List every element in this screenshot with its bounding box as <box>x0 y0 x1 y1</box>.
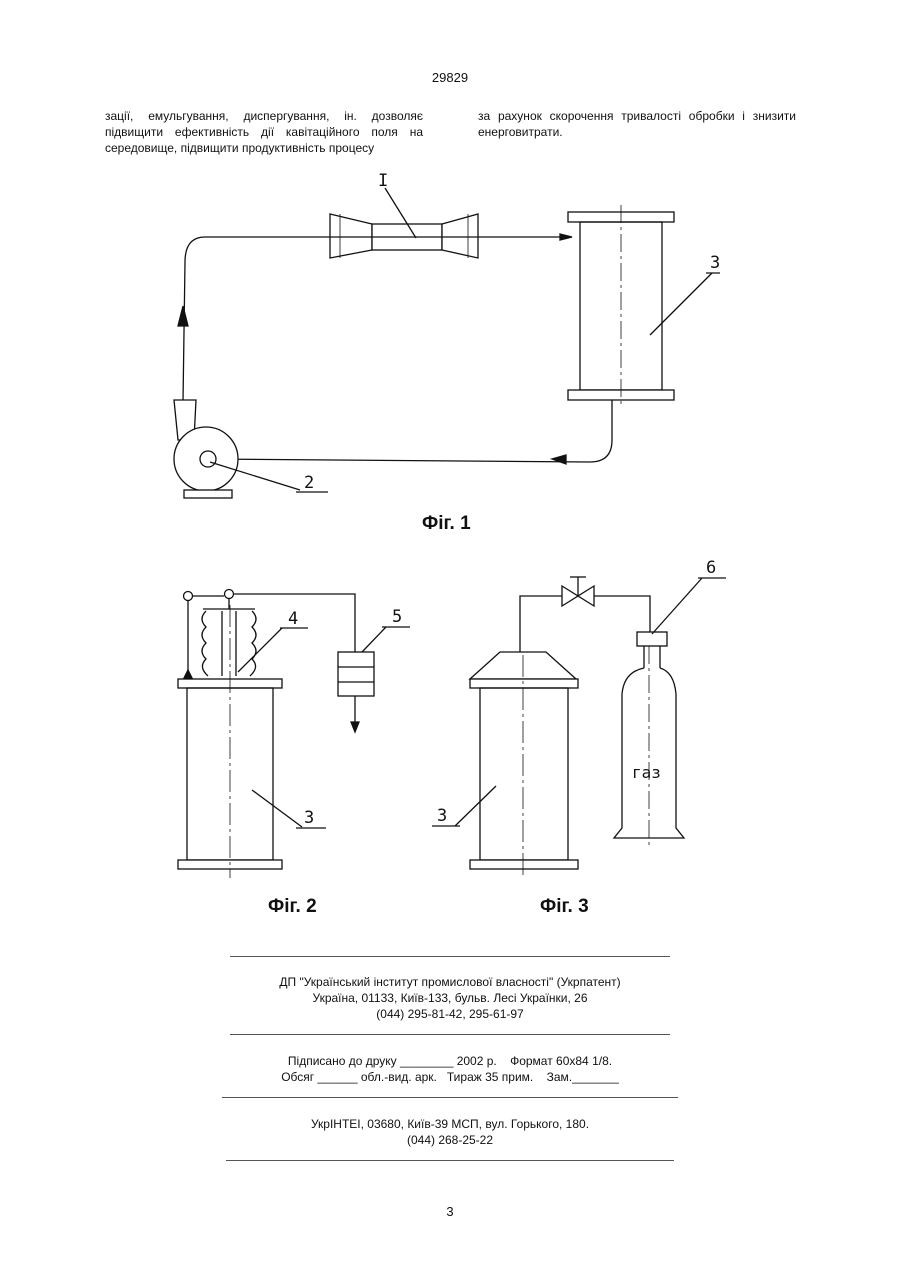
arrow-return <box>552 455 566 464</box>
page-number-top: 29829 <box>0 70 900 85</box>
imprint-print-line2: Обсяг ______ обл.-вид. арк. Тираж 35 при… <box>0 1069 900 1085</box>
figure-2-caption: Фіг. 2 <box>268 896 317 918</box>
label-6: 6 <box>706 558 716 578</box>
label-3: 3 <box>710 253 720 273</box>
vessel-3-fig3 <box>470 652 578 878</box>
figure-1-drawing: I 3 2 <box>160 160 720 510</box>
label-3-fig3: 3 <box>437 806 447 826</box>
leader-3-fig2 <box>252 790 302 827</box>
valve <box>562 577 594 606</box>
imprint-press-line1: УкрІНТЕІ, 03680, Київ-39 МСП, вул. Горьк… <box>0 1116 900 1132</box>
venturi-nozzle <box>330 214 560 258</box>
figure-3-drawing: газ 6 3 <box>425 555 745 885</box>
figure-2-drawing: 4 5 3 <box>170 575 440 885</box>
imprint-org-line2: Україна, 01133, Київ-133, бульв. Лесі Ук… <box>0 990 900 1006</box>
arrow-into-vessel <box>560 234 572 240</box>
leader-3 <box>650 273 712 335</box>
text-column-left: зації, емульгування, диспергування, ін. … <box>105 108 423 156</box>
figure-1-caption: Фіг. 1 <box>422 513 471 535</box>
leader-4 <box>238 628 282 672</box>
figure-3-caption: Фіг. 3 <box>540 896 589 918</box>
leader-3-fig3 <box>455 786 496 826</box>
pipe-left <box>183 237 330 402</box>
separator-2 <box>230 1034 670 1035</box>
terminal-right <box>225 590 234 599</box>
page-number-bottom: 3 <box>0 1204 900 1219</box>
imprint-org-line1: ДП "Український інститут промислової вла… <box>0 974 900 990</box>
vessel-3 <box>568 205 674 405</box>
leader-6 <box>652 578 702 634</box>
imprint-print-line1: Підписано до друку ________ 2002 р. Форм… <box>0 1053 900 1069</box>
label-I: I <box>378 171 388 191</box>
vessel-3-fig2 <box>178 605 282 878</box>
separator-4 <box>226 1160 674 1161</box>
measuring-device-5 <box>338 652 374 732</box>
gas-line-right <box>594 596 650 632</box>
separator-3 <box>222 1097 678 1098</box>
separator-1 <box>230 956 670 957</box>
label-5: 5 <box>392 607 402 627</box>
arrow-up <box>178 306 188 326</box>
text-column-right: за рахунок скорочення тривалості обробки… <box>478 108 796 140</box>
bellows-transducer <box>202 598 256 676</box>
pipe-return <box>206 400 612 462</box>
imprint-press-line2: (044) 268-25-22 <box>0 1132 900 1148</box>
gas-label: газ <box>632 763 661 782</box>
leader-5 <box>362 627 386 652</box>
label-3-fig2: 3 <box>304 808 314 828</box>
gas-line-left <box>520 596 562 652</box>
label-2: 2 <box>304 473 314 493</box>
label-4: 4 <box>288 609 298 629</box>
imprint-org-line3: (044) 295-81-42, 295-61-97 <box>0 1006 900 1022</box>
gas-cylinder <box>614 632 684 845</box>
terminal-left <box>184 592 193 601</box>
pump-2 <box>174 400 238 498</box>
